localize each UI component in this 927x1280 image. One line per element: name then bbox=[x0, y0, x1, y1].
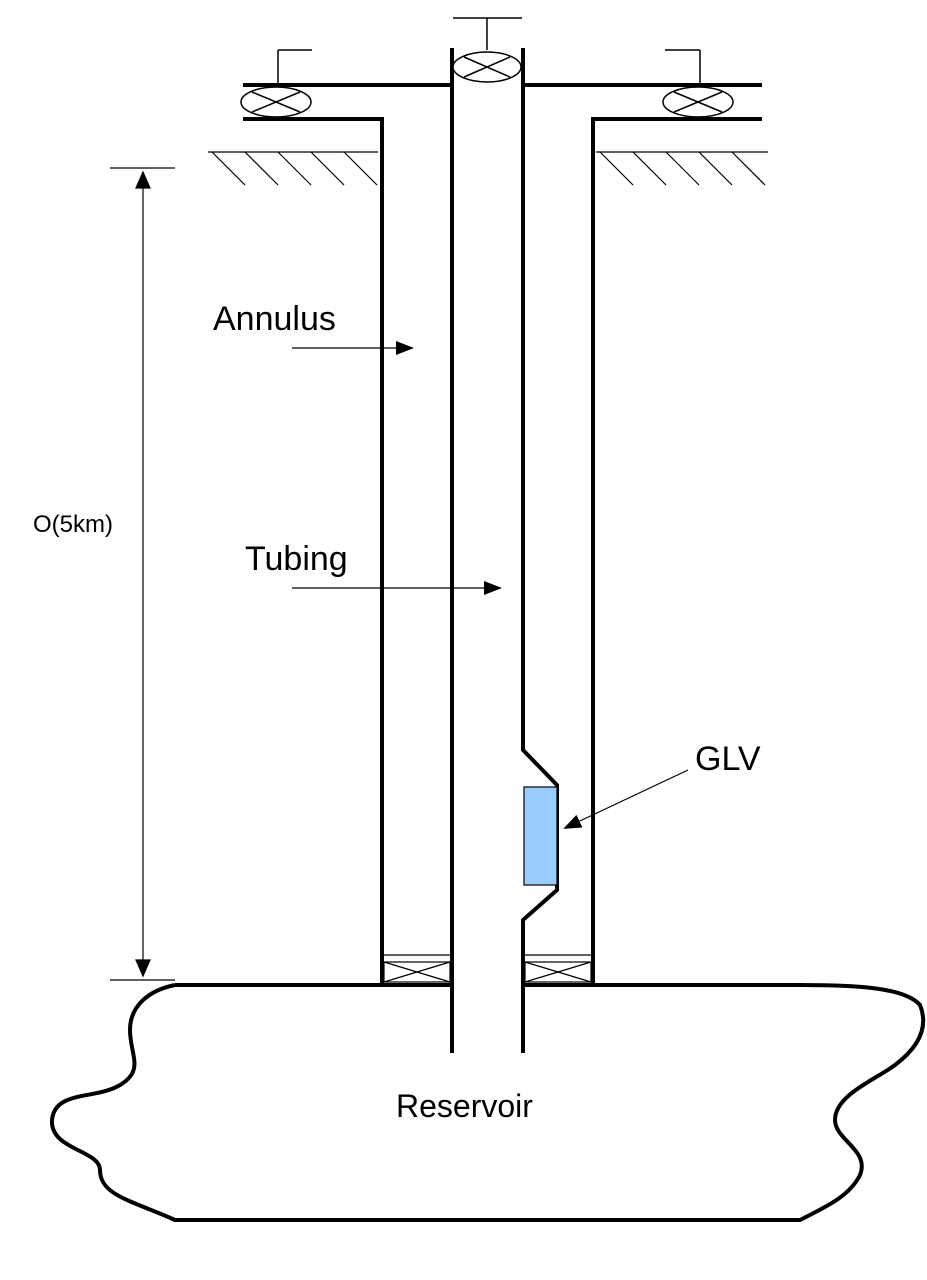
annulus-label: Annulus bbox=[213, 300, 336, 338]
ground-surface-left bbox=[208, 151, 378, 186]
ground-surface-right bbox=[596, 151, 768, 186]
left-wing-valve-icon bbox=[240, 49, 312, 118]
right-packer-icon bbox=[524, 954, 592, 983]
tubing-string bbox=[450, 48, 559, 1053]
gas-lift-valve bbox=[523, 786, 558, 886]
master-valve-icon bbox=[452, 17, 522, 83]
right-wing-valve-icon bbox=[662, 49, 734, 118]
depth-dimension bbox=[110, 167, 175, 981]
reservoir-boundary bbox=[49, 983, 926, 1222]
glv-arrow bbox=[563, 769, 689, 829]
left-packer-icon bbox=[383, 954, 451, 983]
depth-label: O(5km) bbox=[33, 511, 113, 538]
tubing-label: Tubing bbox=[245, 540, 348, 578]
reservoir-label: Reservoir bbox=[396, 1088, 533, 1124]
glv-label: GLV bbox=[695, 740, 761, 778]
casing bbox=[380, 117, 595, 987]
